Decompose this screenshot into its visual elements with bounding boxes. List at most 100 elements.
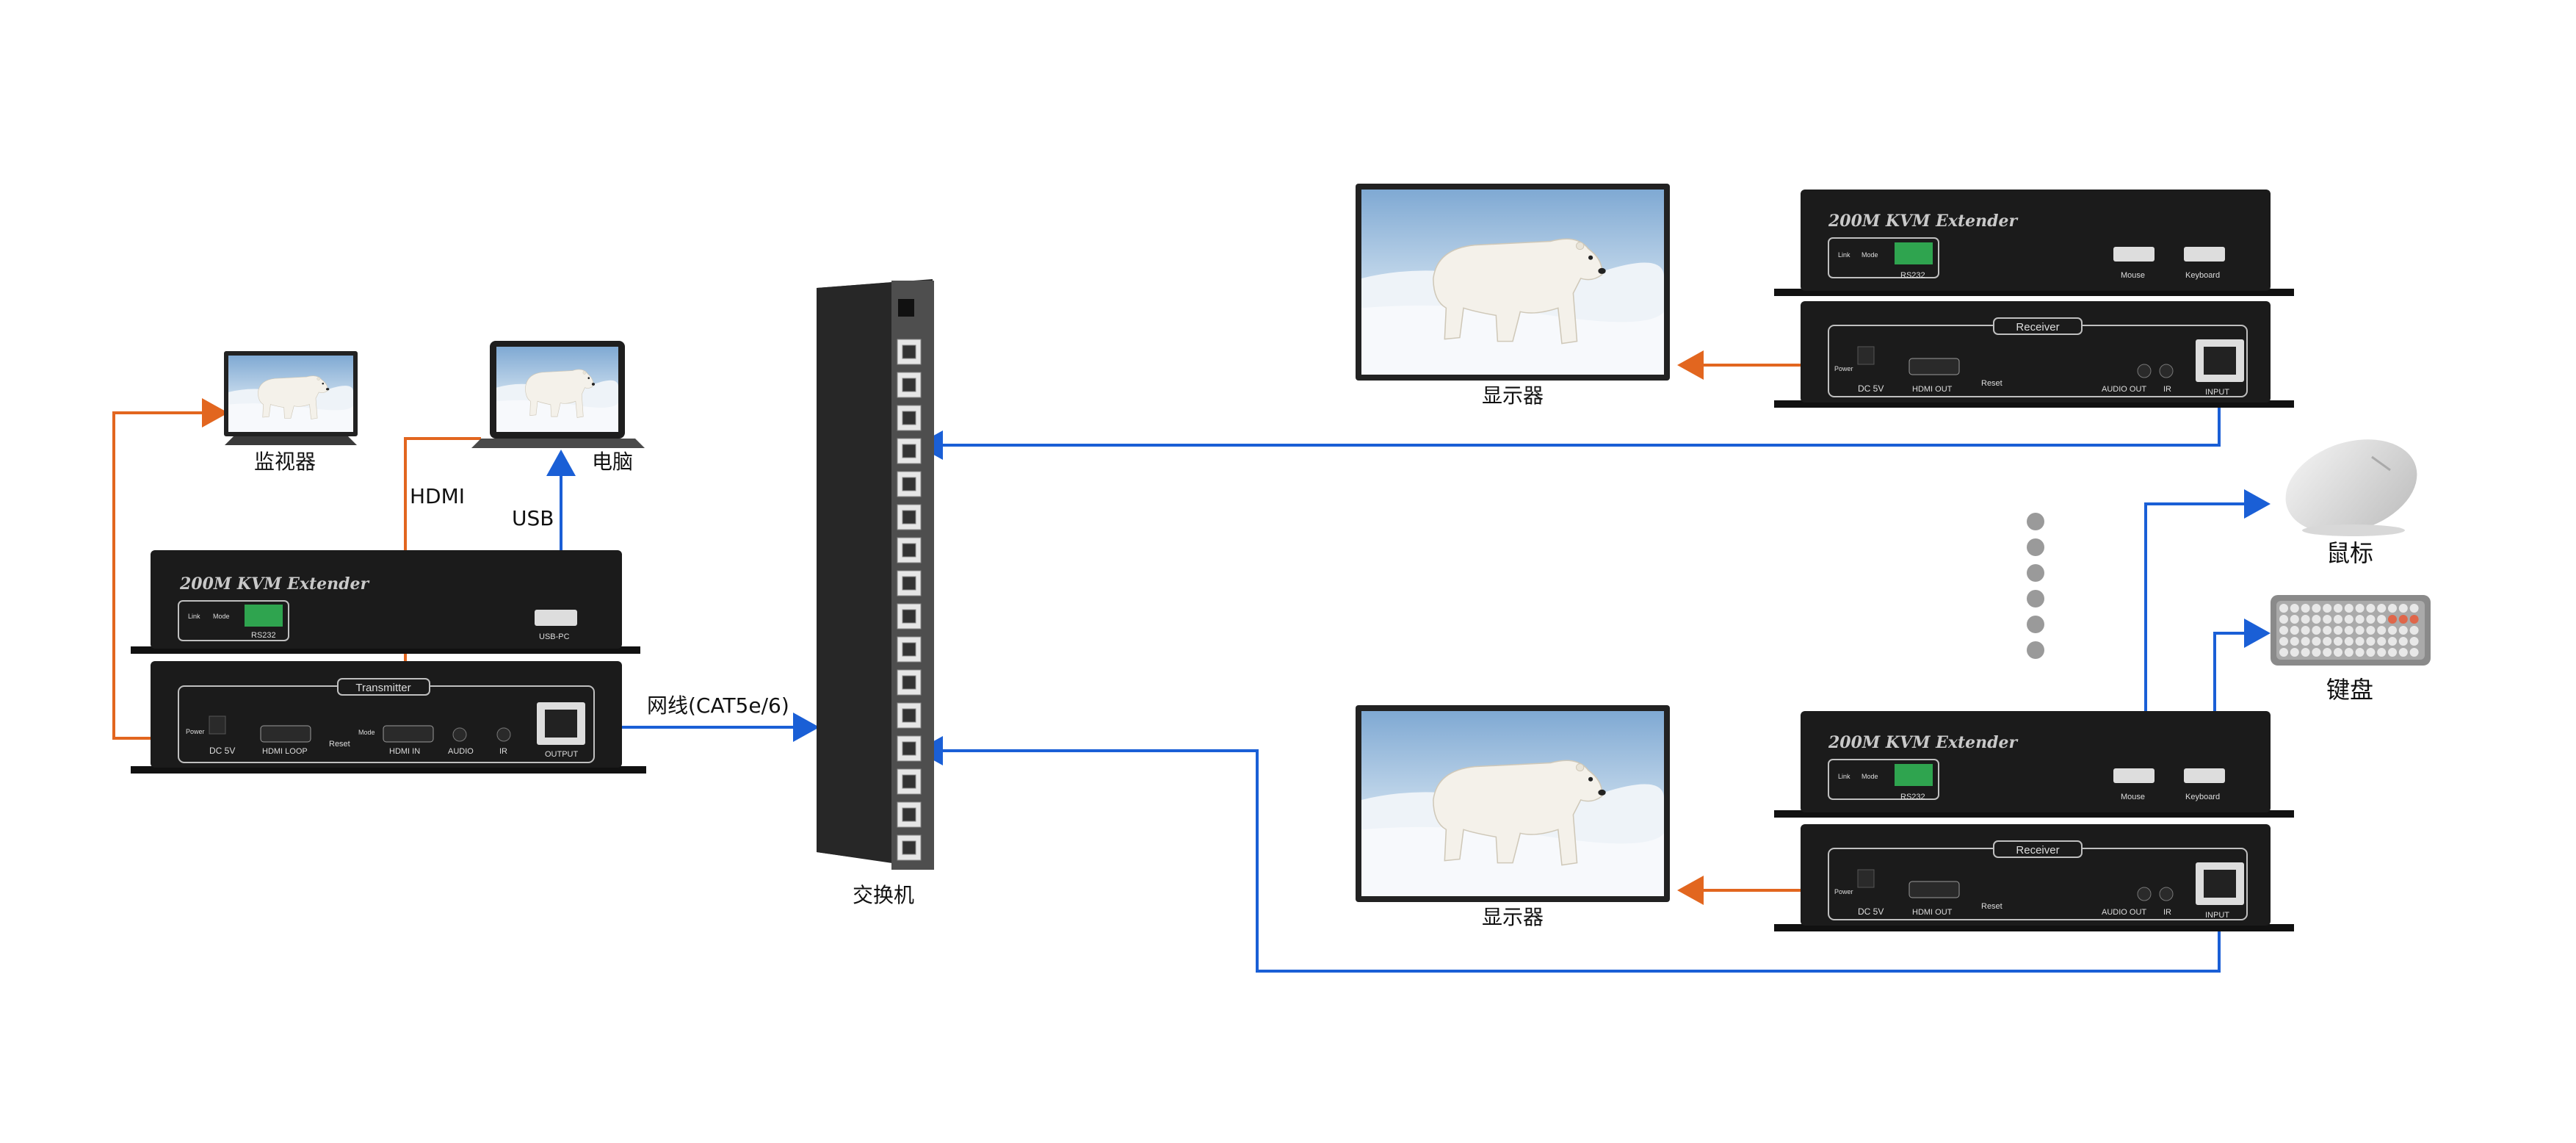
keyboard-key xyxy=(2301,648,2310,657)
network-switch: 交换机 xyxy=(817,279,934,907)
receiver-ports-reset-label: Reset xyxy=(1981,379,2002,388)
keyboard-key xyxy=(2323,604,2332,613)
transmitter-ports-dc-label: DC 5V xyxy=(209,746,235,756)
keyboard-key xyxy=(2290,615,2299,624)
keyboard-key xyxy=(2334,648,2342,657)
receiver-panel-title-label: Receiver xyxy=(2016,844,2059,857)
local-monitor: 监视器 xyxy=(224,351,358,474)
keyboard-key xyxy=(2355,615,2365,624)
keyboard-key xyxy=(2323,615,2332,624)
transmitter-ports-output-label: OUTPUT xyxy=(545,750,579,759)
receiver-ports-audio-out-label: AUDIO OUT xyxy=(2102,385,2146,394)
computer-label: 电脑 xyxy=(592,450,633,474)
keyboard-key xyxy=(2366,648,2376,657)
keyboard-key xyxy=(2279,626,2288,635)
keyboard-key xyxy=(2301,604,2310,613)
switch-port-socket xyxy=(902,609,916,624)
transmitter-top-ports-link-label: Link xyxy=(188,613,200,620)
receiver-ports-input-label: INPUT xyxy=(2205,911,2229,920)
computer: 电脑 xyxy=(471,341,645,474)
keyboard-key xyxy=(2377,637,2387,646)
keyboard-key xyxy=(2312,604,2321,613)
display-1: 显示器 xyxy=(1356,184,1670,408)
switch-label: 交换机 xyxy=(853,883,914,907)
keyboard-key xyxy=(2344,626,2354,635)
switch-port xyxy=(897,537,922,563)
monitor-local-label: 监视器 xyxy=(254,450,316,474)
keyboard-key xyxy=(2355,648,2365,657)
keyboard-key xyxy=(2344,637,2354,646)
receiver-top-ports-mouse-label: Mouse xyxy=(2121,271,2145,280)
receiver-panel-title-label: Receiver xyxy=(2016,321,2059,333)
transmitter-top-ports-usb-pc-label: USB-PC xyxy=(539,632,570,641)
keyboard-key xyxy=(2388,637,2397,646)
transmitter-ports-hdmi-loop-label: HDMI LOOP xyxy=(262,747,308,756)
switch-port-socket xyxy=(902,708,916,723)
keyboard-key xyxy=(2344,604,2354,613)
keyboard-key xyxy=(2323,637,2332,646)
switch-port-socket xyxy=(902,642,916,657)
keyboard-key xyxy=(2366,604,2376,613)
switch-port-socket xyxy=(902,444,916,458)
receiver-top-ports-mode-label: Mode xyxy=(1862,773,1878,780)
keyboard-key xyxy=(2355,604,2365,613)
switch-port-socket xyxy=(902,543,916,558)
transmitter-ports-hdmi-in-label: HDMI IN xyxy=(389,747,420,756)
keyboard-device: 键盘 xyxy=(2271,595,2431,704)
display-2-label: 显示器 xyxy=(1482,905,1544,929)
mouse-device: 鼠标 xyxy=(2285,439,2417,567)
transmitter-panel-title: Transmitter xyxy=(355,682,410,694)
hdmi-label: HDMI xyxy=(410,484,465,508)
switch-port-socket xyxy=(902,774,916,789)
display-1-label: 显示器 xyxy=(1482,383,1544,408)
keyboard-key xyxy=(2409,604,2419,613)
keyboard-key xyxy=(2290,648,2299,657)
switch-port-socket xyxy=(902,675,916,690)
receiver-ports-power-label: Power xyxy=(1834,365,1853,372)
keyboard-key xyxy=(2301,626,2310,635)
keyboard-key xyxy=(2388,648,2397,657)
keyboard-key xyxy=(2388,604,2397,613)
switch-port xyxy=(897,768,922,795)
transmitter: 200M KVM Extender Link Mode RS232 USB-PC… xyxy=(131,550,646,774)
receiver-top-ports-keyboard-label: Keyboard xyxy=(2185,271,2220,280)
keyboard-key xyxy=(2377,648,2387,657)
receiver-ports-power-label: Power xyxy=(1834,888,1853,895)
usb-label: USB xyxy=(512,506,554,530)
keyboard-key xyxy=(2409,637,2419,646)
keyboard-key xyxy=(2279,648,2288,657)
network-line-rx2 xyxy=(916,736,2234,973)
keyboard-key xyxy=(2334,626,2342,635)
receiver-brand-label: 200M KVM Extender xyxy=(1828,733,2019,752)
keyboard-key xyxy=(2301,615,2310,624)
keyboard-key xyxy=(2323,648,2332,657)
keyboard-key xyxy=(2334,637,2342,646)
transmitter-brand: 200M KVM Extender xyxy=(179,574,370,594)
receiver-ports-reset-label: Reset xyxy=(1981,902,2002,911)
switch-port-socket xyxy=(902,378,916,392)
keyboard-key xyxy=(2290,626,2299,635)
keyboard-key xyxy=(2279,637,2288,646)
keyboard-key xyxy=(2398,626,2408,635)
transmitter-ports-ir-label: IR xyxy=(499,747,507,756)
receiver-ports-input-label: INPUT xyxy=(2205,388,2229,397)
receiver-2: 200M KVM Extender Link Mode RS232 Mouse … xyxy=(1774,711,2294,931)
receiver-ports-dc-label: DC 5V xyxy=(1858,906,1884,917)
receiver-top-ports-link-label: Link xyxy=(1838,773,1850,780)
keyboard-key xyxy=(2377,626,2387,635)
switch-port-socket xyxy=(902,840,916,855)
receiver-brand-label: 200M KVM Extender xyxy=(1828,212,2019,231)
network-cable-label: 网线(CAT5e/6) xyxy=(647,693,789,718)
keyboard-key xyxy=(2312,648,2321,657)
receiver-top-ports-rs232-label: RS232 xyxy=(1900,793,1925,801)
transmitter-top-ports-rs232-label: RS232 xyxy=(251,631,276,640)
transmitter-ports-audio-label: AUDIO xyxy=(448,747,474,756)
keyboard-key xyxy=(2312,626,2321,635)
mouse-label: 鼠标 xyxy=(2326,539,2373,567)
keyboard-key xyxy=(2366,637,2376,646)
keyboard-key xyxy=(2290,604,2299,613)
switch-port-socket xyxy=(902,807,916,822)
switch-port-socket xyxy=(902,576,916,591)
keyboard-label: 键盘 xyxy=(2326,676,2373,704)
keyboard-key xyxy=(2312,637,2321,646)
